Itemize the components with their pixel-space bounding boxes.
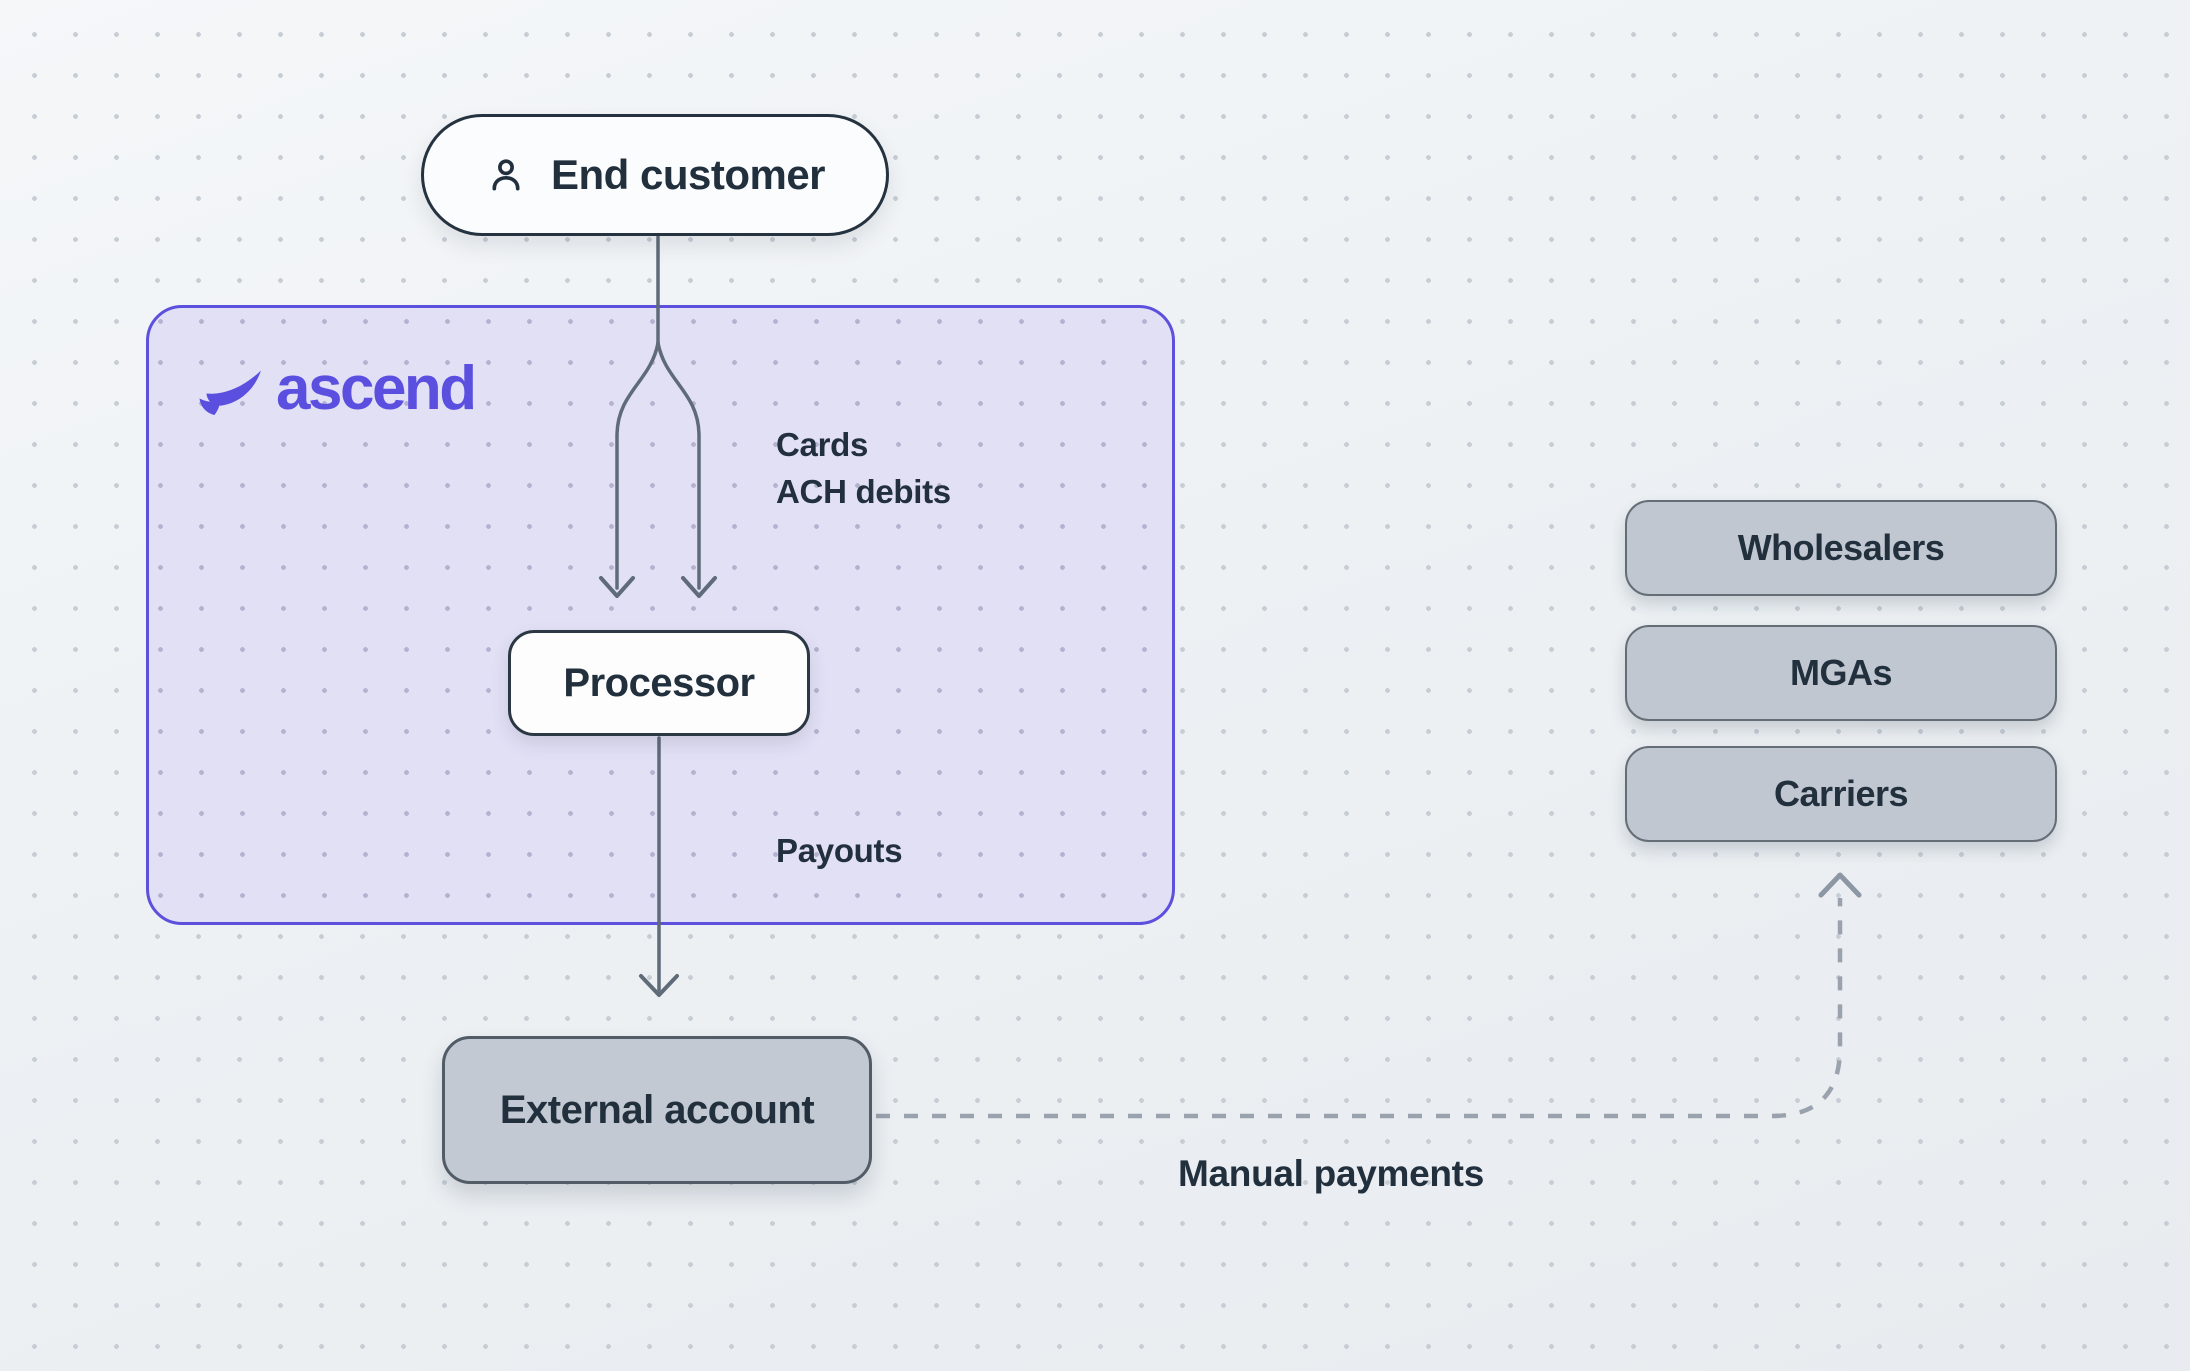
- arrowhead-payouts-icon: [639, 974, 679, 997]
- node-label: External account: [499, 1087, 815, 1132]
- ascend-wordmark: ascend: [276, 354, 477, 423]
- node-mgas: MGAs: [1625, 625, 2057, 721]
- node-label: Wholesalers: [1737, 527, 1945, 568]
- node-end-customer: End customer: [421, 114, 889, 236]
- edge-label-ach-debits: ACH debits: [776, 473, 951, 510]
- ascend-swoosh-icon: [199, 370, 261, 415]
- node-wholesalers: Wholesalers: [1625, 500, 2057, 596]
- arrowhead-manual-payments-icon: [1818, 872, 1862, 898]
- node-label: Carriers: [1773, 773, 1909, 814]
- person-icon: [492, 159, 520, 191]
- node-label: End customer: [550, 151, 826, 198]
- edge-label-payouts: Payouts: [776, 832, 903, 869]
- node-processor: Processor: [508, 630, 810, 736]
- edge-label-cards: Cards: [776, 426, 869, 463]
- edge-label-cards-ach: Cards ACH debits: [776, 421, 951, 515]
- node-label: Processor: [563, 660, 755, 705]
- node-label: MGAs: [1789, 652, 1893, 693]
- ascend-logo: ascend: [198, 358, 477, 424]
- ascend-panel: ascend: [146, 305, 1175, 925]
- node-carriers: Carriers: [1625, 746, 2057, 842]
- edge-label-manual-payments: Manual payments: [1178, 1153, 1484, 1194]
- flow-line-manual-payments: [876, 898, 1843, 1119]
- node-external-account: External account: [442, 1036, 872, 1184]
